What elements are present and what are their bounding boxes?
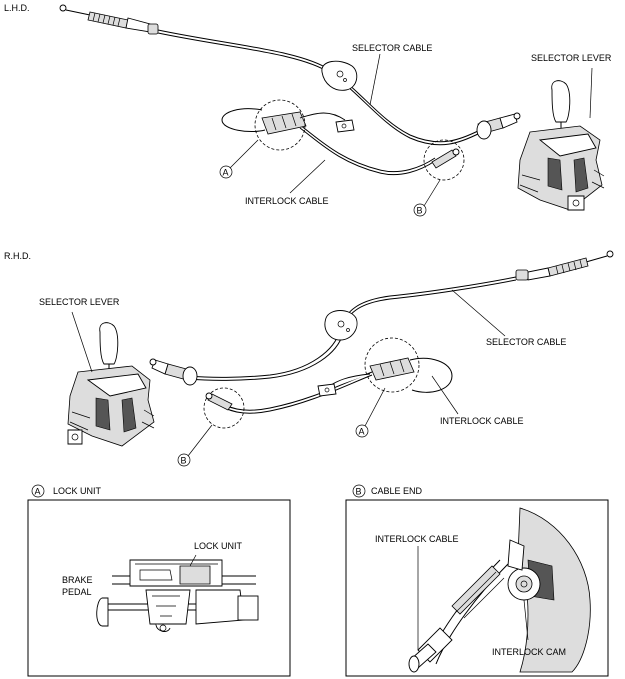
lhd-cable-bracket: [321, 60, 358, 91]
lhd-region-label: L.H.D.: [4, 3, 30, 13]
detail-a-pedal-label: PEDAL: [62, 587, 92, 597]
detail-a-lock-unit-label: LOCK UNIT: [194, 541, 243, 551]
rhd-callout-a: A: [359, 427, 365, 437]
detail-a: A LOCK UNIT LOCK UNIT B: [27, 484, 291, 677]
lock-unit-drawing: [96, 554, 259, 632]
cable-end-drawing: [408, 507, 591, 673]
lhd-cable-end-top: [59, 4, 159, 35]
rhd-selector-cable-label: SELECTOR CABLE: [486, 337, 566, 347]
rhd-detail-circle-b: [203, 387, 245, 429]
lhd-detail-circle-a: [254, 99, 306, 151]
lhd-selector-lever: [517, 80, 605, 211]
rhd-selector-lever-label: SELECTOR LEVER: [39, 297, 120, 307]
rhd-section: R.H.D.: [4, 250, 614, 467]
detail-b-interlock-cam-label: INTERLOCK CAM: [492, 647, 566, 657]
detail-b-interlock-cable-label: INTERLOCK CABLE: [375, 534, 459, 544]
lhd-callout-b: B: [417, 206, 423, 216]
lhd-cable-end-b: [431, 148, 460, 169]
detail-b-title: CABLE END: [371, 486, 423, 496]
detail-a-marker: A: [35, 487, 41, 497]
lhd-selector-cable-label: SELECTOR CABLE: [352, 43, 432, 53]
lhd-interlock-cable: [221, 108, 266, 133]
lhd-selector-cable: [157, 29, 481, 143]
rhd-lock-unit: [317, 357, 415, 397]
rhd-callout-b: B: [181, 456, 187, 466]
rhd-selector-lever: [67, 322, 155, 447]
rhd-cable-bracket: [324, 310, 358, 341]
lhd-callout-a: A: [223, 168, 229, 178]
rhd-cable-end-lever: [149, 358, 198, 386]
detail-b-marker: B: [356, 487, 362, 497]
rhd-cable-end-b: [205, 392, 233, 411]
rhd-detail-circle-a: [364, 337, 420, 393]
lhd-interlock-cable-label: INTERLOCK CABLE: [245, 196, 329, 206]
rhd-interlock-cable-label: INTERLOCK CABLE: [440, 416, 524, 426]
lhd-selector-lever-label: SELECTOR LEVER: [531, 53, 612, 63]
rhd-interlock-cable: [409, 357, 453, 393]
lhd-cable-end-lever: [476, 112, 521, 140]
lhd-lock-unit: [261, 111, 355, 135]
detail-a-frame: [27, 499, 291, 677]
lhd-detail-circle-b: [423, 139, 465, 181]
rhd-region-label: R.H.D.: [4, 251, 31, 261]
lhd-section: L.H.D.: [4, 3, 612, 217]
detail-a-title: LOCK UNIT: [53, 486, 102, 496]
detail-b: B CABLE END INTERLOCK CABLE IN: [345, 484, 609, 677]
detail-a-brake-label: BRAKE: [62, 575, 93, 585]
rhd-cable-end-top: [515, 250, 614, 281]
